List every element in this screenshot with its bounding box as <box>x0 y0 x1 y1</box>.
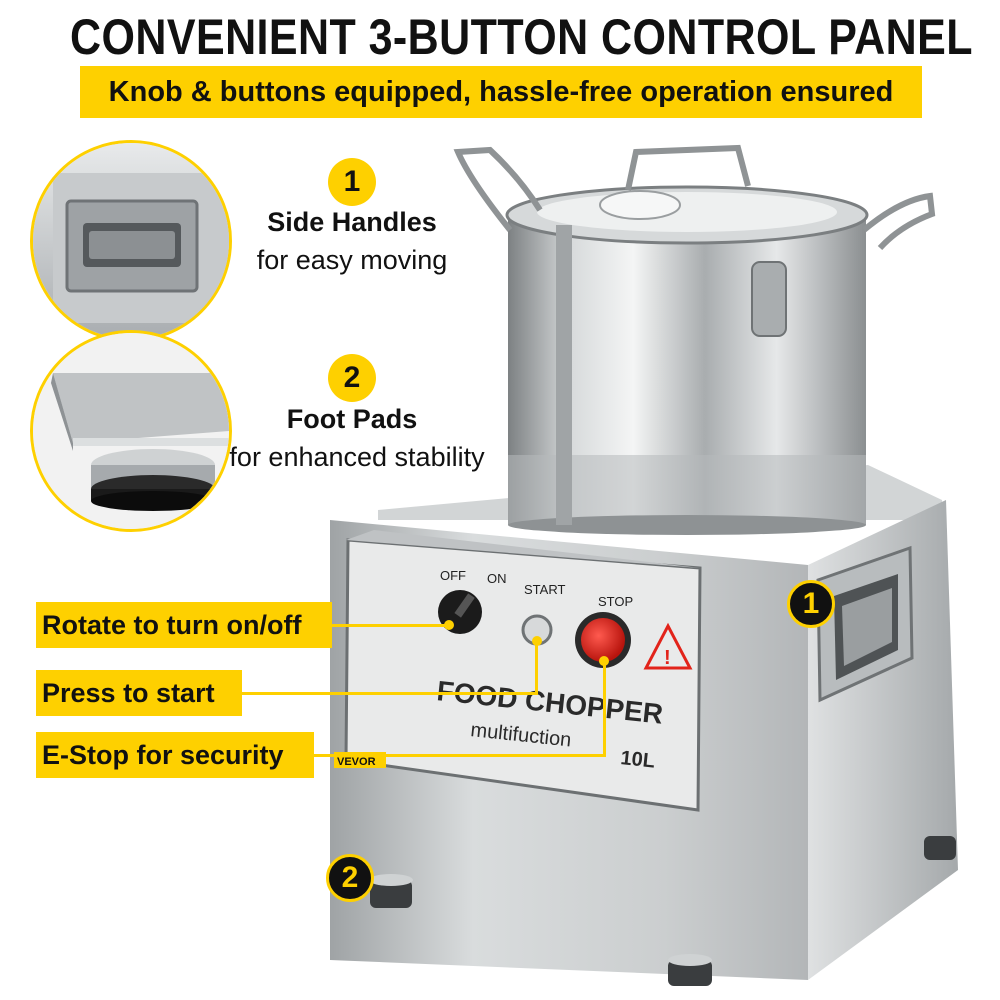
feature-1-title: Side Handles <box>267 207 437 237</box>
estop-callout-text: E-Stop for security <box>42 739 284 770</box>
press-leader-dot <box>532 636 542 646</box>
press-leader-line-v <box>535 640 538 695</box>
press-leader-line-h <box>240 692 538 695</box>
feature-2-title: Foot Pads <box>286 404 418 434</box>
rotate-leader-line <box>330 624 448 627</box>
rotate-callout-text: Rotate to turn on/off <box>42 609 302 640</box>
warning-icon <box>643 622 693 670</box>
press-callout-text: Press to start <box>42 677 215 708</box>
feature-2-description: for enhanced stability <box>229 442 485 472</box>
press-callout: Press to start <box>36 670 242 716</box>
page-title: CONVENIENT 3-BUTTON CONTROL PANEL <box>70 9 973 65</box>
estop-leader-line-v <box>603 660 606 757</box>
estop-leader-line-h <box>310 754 606 757</box>
estop-callout: E-Stop for security <box>36 732 314 778</box>
foot-pad-illustration <box>33 333 229 529</box>
off-label: OFF <box>440 568 466 583</box>
feature-1-badge: 1 <box>328 158 376 206</box>
svg-text:!: ! <box>664 647 671 669</box>
subtitle-banner: Knob & buttons equipped, hassle-free ope… <box>80 66 922 118</box>
subtitle-text: Knob & buttons equipped, hassle-free ope… <box>108 75 894 108</box>
stop-label: STOP <box>598 594 633 609</box>
brand-label: VEVOR <box>337 756 376 768</box>
feature-1-description: for easy moving <box>256 245 448 275</box>
rotate-callout: Rotate to turn on/off <box>36 602 332 648</box>
handle-detail-illustration <box>33 143 229 339</box>
emergency-stop-button[interactable] <box>581 618 625 662</box>
on-label: ON <box>487 571 507 586</box>
handle-marker-badge: 1 <box>787 580 835 628</box>
feature-2-badge: 2 <box>328 354 376 402</box>
capacity-label: 10L <box>619 747 656 772</box>
rotate-leader-dot <box>444 620 454 630</box>
foot-pad-detail-image <box>30 330 232 532</box>
start-label: START <box>524 582 565 597</box>
foot-marker-badge: 2 <box>326 854 374 902</box>
handle-detail-image <box>30 140 232 342</box>
estop-leader-dot <box>599 656 609 666</box>
